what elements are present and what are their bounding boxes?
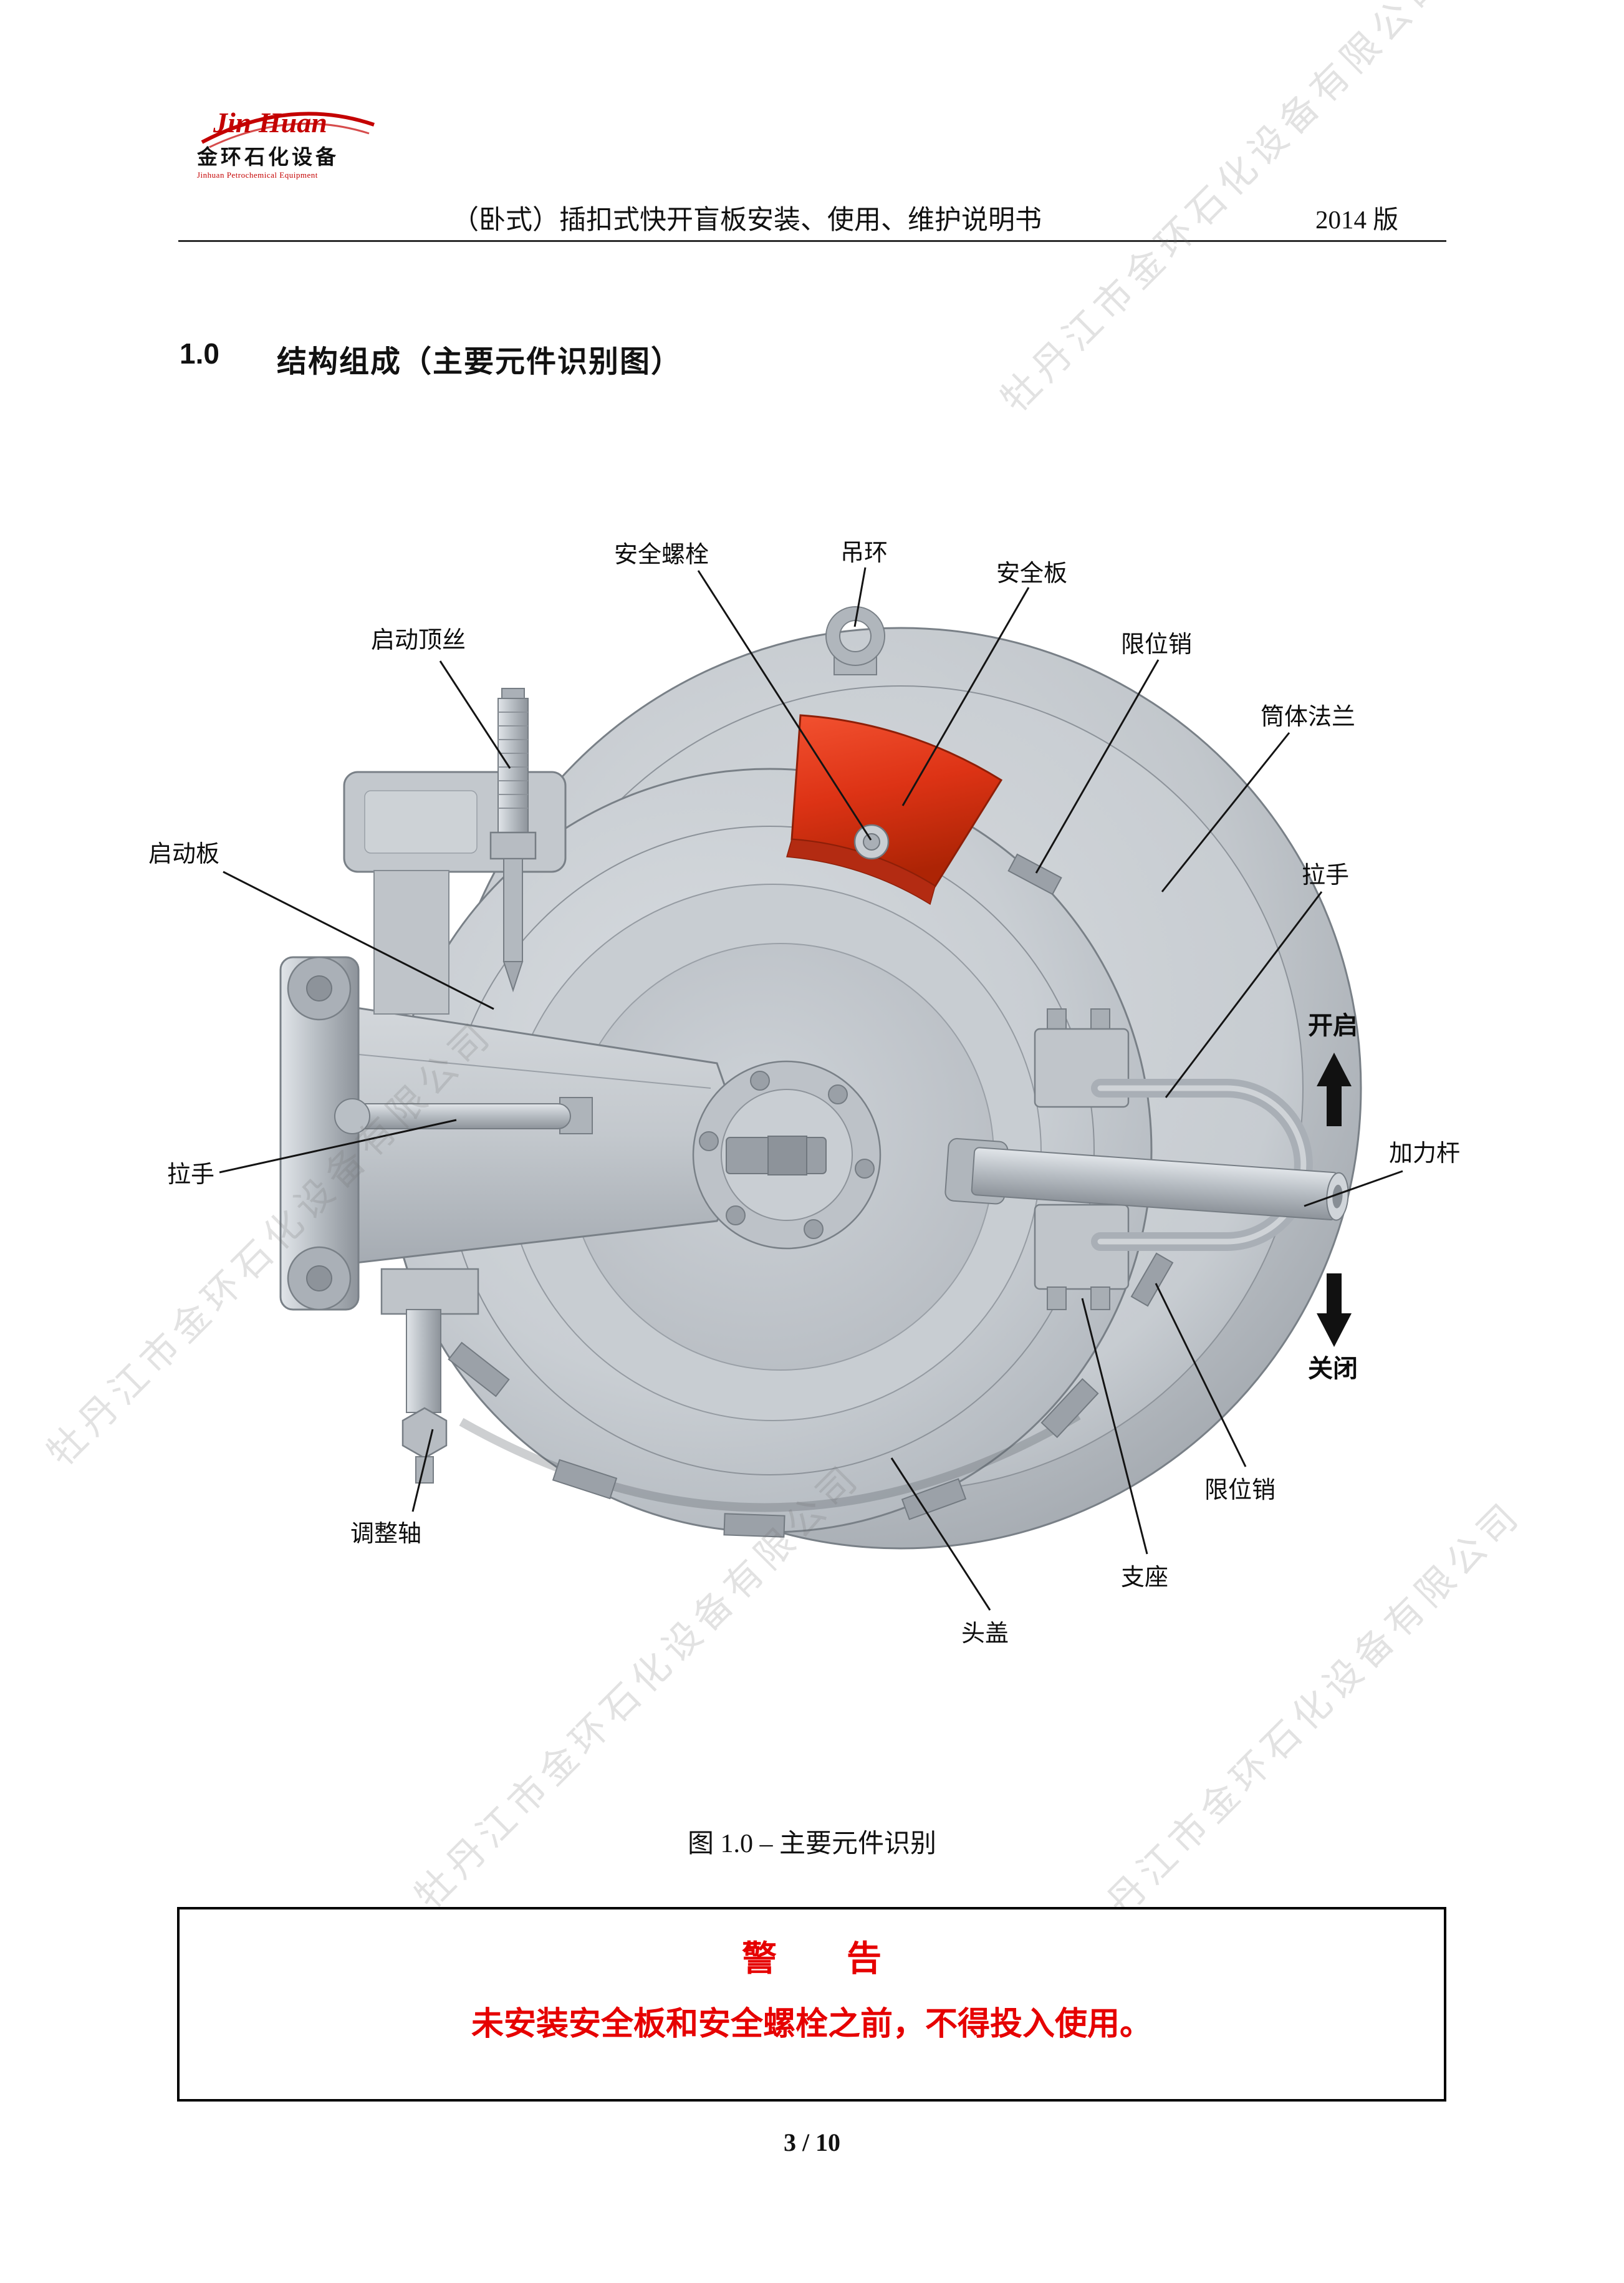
label-shell-flange: 筒体法兰 xyxy=(1261,704,1356,730)
close-arrow-icon xyxy=(1317,1273,1352,1347)
leader-limit-pin-bottom xyxy=(1155,1283,1247,1467)
leader-head-cover xyxy=(890,1457,991,1611)
label-lifting-ring: 吊环 xyxy=(840,540,888,566)
leader-lifting-ring xyxy=(853,567,867,627)
label-limit-pin-bottom: 限位销 xyxy=(1204,1477,1276,1503)
handle-left-shape xyxy=(334,1097,593,1134)
safety-bolt-shape xyxy=(853,824,890,860)
warning-title: 警 告 xyxy=(742,1939,882,1978)
label-support: 支座 xyxy=(1121,1565,1169,1591)
open-arrow-icon xyxy=(1317,1053,1352,1126)
label-safety-bolt: 安全螺栓 xyxy=(614,542,709,568)
leader-safety-plate xyxy=(901,587,1030,806)
leader-start-screw xyxy=(439,660,511,769)
section-heading: 1.0 结构组成（主要元件识别图） xyxy=(180,337,682,380)
logo-script-text: Jin Huan xyxy=(213,107,327,138)
label-adjust-shaft: 调整轴 xyxy=(350,1521,422,1547)
adjust-shaft-shape xyxy=(380,1268,479,1484)
label-head-cover: 头盖 xyxy=(961,1621,1009,1647)
force-rod-shape xyxy=(944,1137,1349,1221)
section-number: 1.0 xyxy=(180,337,219,370)
header-rule xyxy=(178,240,1446,242)
label-limit-pin-top: 限位销 xyxy=(1121,632,1193,658)
rim-lugs-shape xyxy=(448,853,1174,1538)
page-number: 3 / 10 xyxy=(783,2128,841,2156)
document-title: （卧式）插扣式快开盲板安装、使用、维护说明书 xyxy=(452,206,1042,235)
start-plate-assembly-shape xyxy=(279,771,752,1311)
safety-plate-shape xyxy=(786,714,1003,905)
label-handle-right: 拉手 xyxy=(1302,862,1350,889)
section-title: 结构组成（主要元件识别图） xyxy=(276,345,682,379)
label-force-rod: 加力杆 xyxy=(1389,1141,1461,1167)
handle-right-shape xyxy=(1091,1079,1313,1251)
edition-label: 2014 版 xyxy=(1315,205,1399,234)
label-handle-left: 拉手 xyxy=(167,1162,215,1188)
warning-box: 警 告 未安装安全板和安全螺栓之前，不得投入使用。 xyxy=(177,1907,1446,2102)
label-start-plate: 启动板 xyxy=(148,841,220,867)
leader-adjust-shaft xyxy=(411,1429,434,1512)
leader-shell-flange xyxy=(1161,732,1290,892)
start-screw-shape xyxy=(489,688,537,993)
leader-lines xyxy=(219,567,1403,1611)
leader-handle-right xyxy=(1165,891,1323,1098)
warning-body: 未安装安全板和安全螺栓之前，不得投入使用。 xyxy=(471,2006,1152,2042)
label-start-screw: 启动顶丝 xyxy=(371,627,466,654)
logo-swoosh-icon xyxy=(201,112,375,148)
hub-shape xyxy=(692,1060,882,1250)
label-open: 开启 xyxy=(1308,1012,1358,1040)
label-safety-plate: 安全板 xyxy=(996,561,1068,587)
logo-chinese-name: 金环石化设备 xyxy=(197,147,339,169)
leader-support xyxy=(1081,1298,1148,1555)
company-logo: Jin Huan 金环石化设备 Jinhuan Petrochemical Eq… xyxy=(197,106,384,180)
limit-pin-bottom-shape xyxy=(1130,1252,1174,1307)
figure-caption: 图 1.0 – 主要元件识别 xyxy=(687,1830,936,1858)
leader-start-plate xyxy=(223,871,494,1010)
leader-force-rod xyxy=(1304,1170,1403,1207)
leader-limit-pin-top xyxy=(1035,659,1160,874)
lifting-ring-shape xyxy=(825,606,885,675)
leader-handle-left xyxy=(219,1119,457,1174)
logo-english-name: Jinhuan Petrochemical Equipment xyxy=(197,170,318,180)
leader-safety-bolt xyxy=(697,570,872,841)
label-close: 关闭 xyxy=(1308,1355,1358,1383)
